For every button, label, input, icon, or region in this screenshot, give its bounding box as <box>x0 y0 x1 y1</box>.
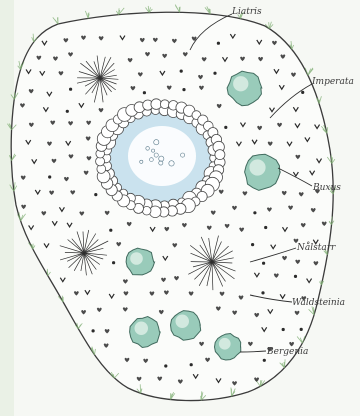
grass-tuft <box>85 11 89 19</box>
plant-round-dot <box>48 175 51 178</box>
label-imperata: Imperata <box>311 77 354 87</box>
plant-round-dot <box>143 91 146 94</box>
plant-round-dot <box>112 261 115 264</box>
plant-round-dot <box>92 329 95 332</box>
pond-pebble <box>160 100 169 109</box>
plant-round-dot <box>282 328 285 331</box>
plant-round-dot <box>264 226 267 229</box>
grass-tuft <box>205 6 210 14</box>
left-background-band <box>0 0 14 416</box>
plant-round-dot <box>164 364 167 367</box>
label-waldsteinia: Waldsteinia <box>292 298 345 308</box>
round-shrub-highlight <box>176 315 190 329</box>
plant-round-dot <box>301 91 304 94</box>
plant-round-dot <box>213 72 216 75</box>
label-nalstar: Nålstarr <box>296 241 336 253</box>
pond-pebble <box>215 150 225 160</box>
plant-round-dot <box>69 88 72 91</box>
label-liatris: Liatris <box>231 7 262 17</box>
plant-round-dot <box>182 88 185 91</box>
plant-round-dot <box>253 211 256 214</box>
plant-round-dot <box>66 110 69 113</box>
round-shrub <box>130 317 161 348</box>
label-bergenia: Bergenia <box>266 347 308 357</box>
plant-round-dot <box>261 291 264 294</box>
label-buxus: Buxus <box>312 183 341 193</box>
pond <box>96 99 226 218</box>
plant-round-dot <box>300 328 303 331</box>
round-shrub-highlight <box>233 76 248 91</box>
plant-round-dot <box>217 42 220 45</box>
pond-pebble <box>151 99 162 110</box>
plant-round-dot <box>263 359 266 362</box>
plant-round-dot <box>251 243 254 246</box>
plant-round-dot <box>190 363 193 366</box>
plant-round-dot <box>294 275 297 278</box>
grass-tuft <box>175 5 180 13</box>
plant-round-dot <box>94 193 97 196</box>
plant-round-dot <box>262 262 265 265</box>
round-shrub-highlight <box>249 159 265 175</box>
grass-tuft <box>146 6 153 13</box>
round-shrub-highlight <box>219 338 231 350</box>
round-shrub-highlight <box>135 322 149 336</box>
plant-round-dot <box>180 70 183 73</box>
grass-tuft <box>53 17 58 24</box>
round-shrub <box>126 248 155 275</box>
plant-round-dot <box>109 229 112 232</box>
round-shrub-highlight <box>130 252 143 265</box>
plant-round-dot <box>224 126 227 129</box>
